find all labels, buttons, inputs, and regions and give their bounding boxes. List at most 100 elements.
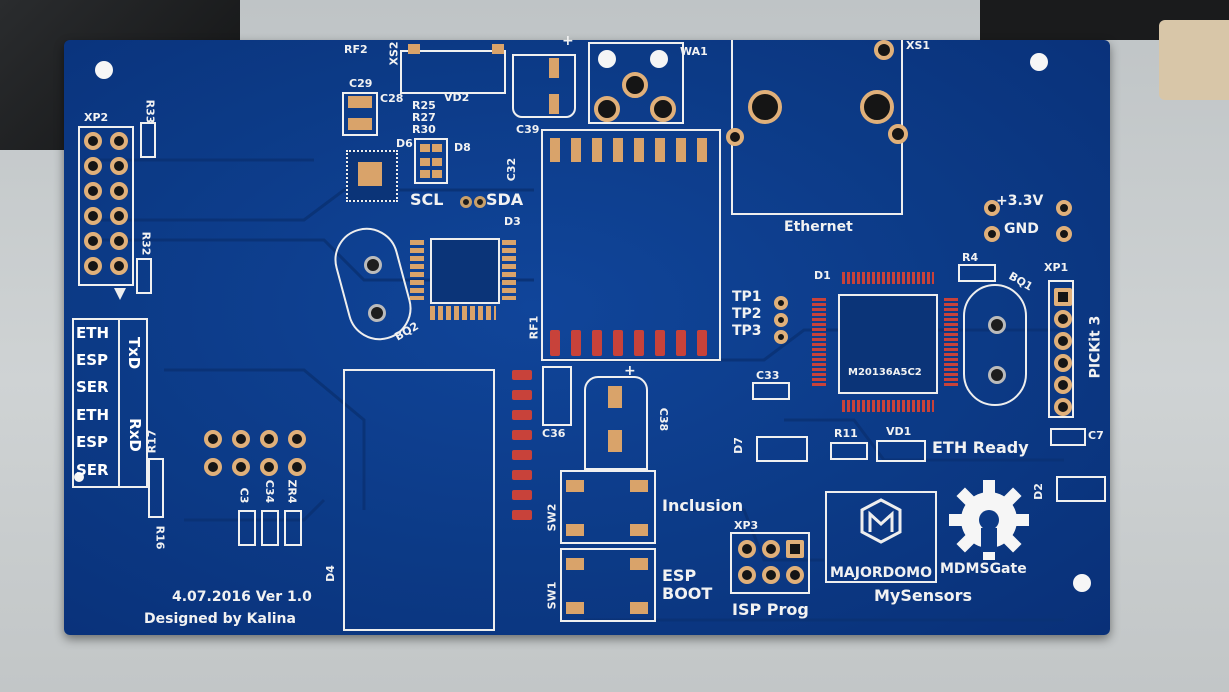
usb-pad: [408, 44, 420, 54]
pcb-board: RF2 XS2 WA1 XS1 VD2 + C29 C28 R25 R27 R3…: [64, 34, 1110, 635]
xp2-pin: [110, 232, 128, 250]
wa1-pin: [650, 96, 676, 122]
label-gnd: GND: [1004, 221, 1039, 237]
power-pin: [1056, 200, 1072, 216]
mux-row-tx-esp: ESP: [76, 351, 109, 369]
xp3-pin: [738, 540, 756, 558]
d1-pins-right: [944, 298, 958, 386]
d1-pins-bottom: [842, 400, 934, 412]
ref-sw2: SW2: [545, 503, 559, 532]
rf1-pad: [613, 330, 623, 356]
d2-outline: [1056, 476, 1106, 502]
ref-d2: D2: [1031, 483, 1045, 500]
xp1-pin: [1054, 398, 1072, 416]
rf1-pad: [550, 138, 560, 162]
label-esp-boot-1: ESP: [662, 566, 697, 585]
ref-r17: R17: [145, 429, 159, 454]
label-mysensors: MySensors: [874, 586, 973, 605]
ref-sw1: SW1: [545, 581, 559, 610]
esp-pad: [512, 370, 532, 380]
sw2-pad: [566, 524, 584, 536]
mux-row-rx-esp: ESP: [76, 433, 109, 451]
ref-c32: C32: [505, 157, 519, 182]
d6-pad: [432, 144, 442, 152]
label-inclusion: Inclusion: [662, 496, 744, 515]
wa1-pin: [594, 96, 620, 122]
c33-outline: [752, 382, 790, 400]
ref-r27: R27: [412, 111, 436, 124]
mounting-via: [726, 128, 744, 146]
xp2-outline: [78, 126, 134, 286]
ref-c39: C39: [516, 123, 540, 136]
c34-outline: [261, 510, 279, 546]
qfn-thermal-pad: [358, 162, 382, 186]
ref-vd1: VD1: [886, 425, 912, 438]
rf1-pad: [592, 330, 602, 356]
xp1-outline: [1048, 280, 1074, 418]
mux-row-tx-eth: ETH: [76, 324, 110, 342]
power-pin: [984, 200, 1000, 216]
rf1-pad: [676, 330, 686, 356]
bq2-pin: [368, 304, 386, 322]
ref-r33: R33: [143, 99, 157, 124]
d6-pad: [420, 158, 430, 166]
ref-xp1: XP1: [1044, 261, 1069, 274]
esp-pad: [512, 450, 532, 460]
mux-rx-label: RxD: [125, 418, 144, 452]
xp3-pin: [762, 566, 780, 584]
c38-pad: [608, 430, 622, 452]
chip-marking: M20136A5C2: [848, 367, 922, 378]
r16-outline: [148, 458, 164, 518]
xp3-outline: [730, 532, 810, 594]
rf1-pad: [655, 138, 665, 162]
zr4-outline: [284, 510, 302, 546]
rf1-pad: [571, 138, 581, 162]
rf1-pad: [613, 138, 623, 162]
ref-wa1: WA1: [680, 45, 708, 58]
esp-pad: [512, 410, 532, 420]
d6-pad: [420, 144, 430, 152]
c28-outline: [342, 92, 378, 136]
ref-d6: D6: [396, 137, 413, 150]
esp-pad: [512, 470, 532, 480]
version-text: 4.07.2016 Ver 1.0: [172, 589, 312, 605]
ref-c29: C29: [349, 77, 373, 90]
d3-pins-left: [410, 240, 424, 300]
header-pin: [232, 458, 250, 476]
r11-outline: [830, 442, 868, 460]
c39-outline: [512, 54, 576, 118]
wa1-outline: [588, 42, 684, 124]
sw2-pad: [630, 524, 648, 536]
c28-pad: [348, 96, 372, 108]
polarity-plus-c38: +: [624, 363, 636, 379]
ref-zr4: ZR4: [285, 479, 299, 504]
c39-pad: [549, 58, 559, 78]
wa1-pin: [650, 50, 668, 68]
sw2-pad: [566, 480, 584, 492]
xp1-pin: [1054, 376, 1072, 394]
ref-c3: C3: [237, 487, 251, 504]
r32-outline: [136, 258, 152, 294]
d6-outline: [414, 138, 448, 184]
xp2-pin: [84, 207, 102, 225]
ethernet-mount-hole: [748, 90, 782, 124]
xp1-pin: [1054, 288, 1072, 306]
pcb-traces: [74, 40, 1091, 631]
c3-outline: [238, 510, 256, 546]
esp-pad: [512, 510, 532, 520]
testpoint-pin: [774, 313, 788, 327]
d6-pad: [432, 158, 442, 166]
bq1-pin: [988, 316, 1006, 334]
mux-row-rx-eth: ETH: [76, 406, 110, 424]
ref-rf2: RF2: [344, 43, 368, 56]
xp3-pin: [762, 540, 780, 558]
esp-pad: [512, 430, 532, 440]
header-pin: [288, 458, 306, 476]
label-tp3: TP3: [732, 323, 762, 339]
mux-row-rx-ser: SER: [76, 461, 109, 479]
d3-pins-bottom: [430, 306, 496, 320]
ref-c38: C38: [657, 407, 671, 432]
via: [460, 196, 472, 208]
ethernet-pin: [874, 40, 894, 60]
xp1-pin: [1054, 332, 1072, 350]
